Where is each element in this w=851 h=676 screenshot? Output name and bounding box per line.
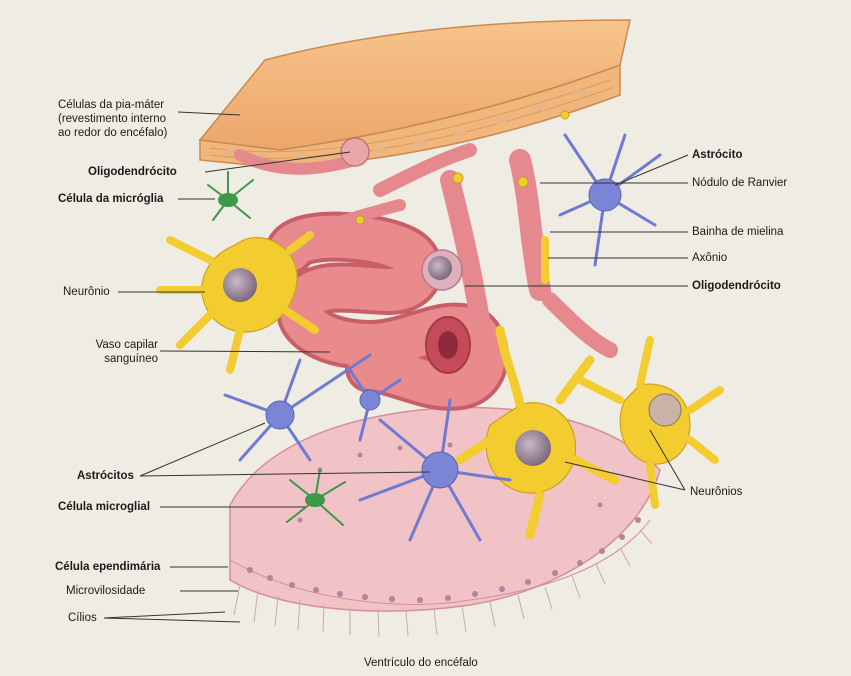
label-cilios: Cílios	[68, 611, 97, 625]
label-astrocito: Astrócito	[692, 148, 742, 162]
label-axonio: Axônio	[692, 251, 727, 265]
label-vaso-line2: sanguíneo	[78, 352, 158, 366]
label-microglia: Célula da micróglia	[58, 192, 163, 206]
label-nodulo-ranvier: Nódulo de Ranvier	[692, 176, 787, 190]
label-ventriculo: Ventrículo do encéfalo	[364, 656, 478, 670]
label-pia-mater: Células da pia-máter (revestimento inter…	[58, 98, 183, 140]
label-neuronios: Neurônios	[690, 485, 742, 499]
label-vaso-capilar: Vaso capilar sanguíneo	[78, 338, 158, 366]
label-pia-mater-line1: Células da pia-máter	[58, 98, 183, 112]
label-ependimaria: Célula ependimária	[55, 560, 160, 574]
label-oligodendrocito-right: Oligodendrócito	[692, 279, 781, 293]
label-pia-mater-line2: (revestimento interno	[58, 112, 183, 126]
label-astrocitos: Astrócitos	[77, 469, 134, 483]
label-vaso-line1: Vaso capilar	[78, 338, 158, 352]
label-bainha-mielina: Bainha de mielina	[692, 225, 783, 239]
label-oligodendrocito-left: Oligodendrócito	[88, 165, 177, 179]
pia-mater-slab	[200, 20, 630, 168]
label-microvilosidade: Microvilosidade	[66, 584, 145, 598]
label-neuronio: Neurônio	[63, 285, 110, 299]
label-celula-microglial: Célula microglial	[58, 500, 150, 514]
label-pia-mater-line3: ao redor do encéfalo)	[58, 126, 183, 140]
